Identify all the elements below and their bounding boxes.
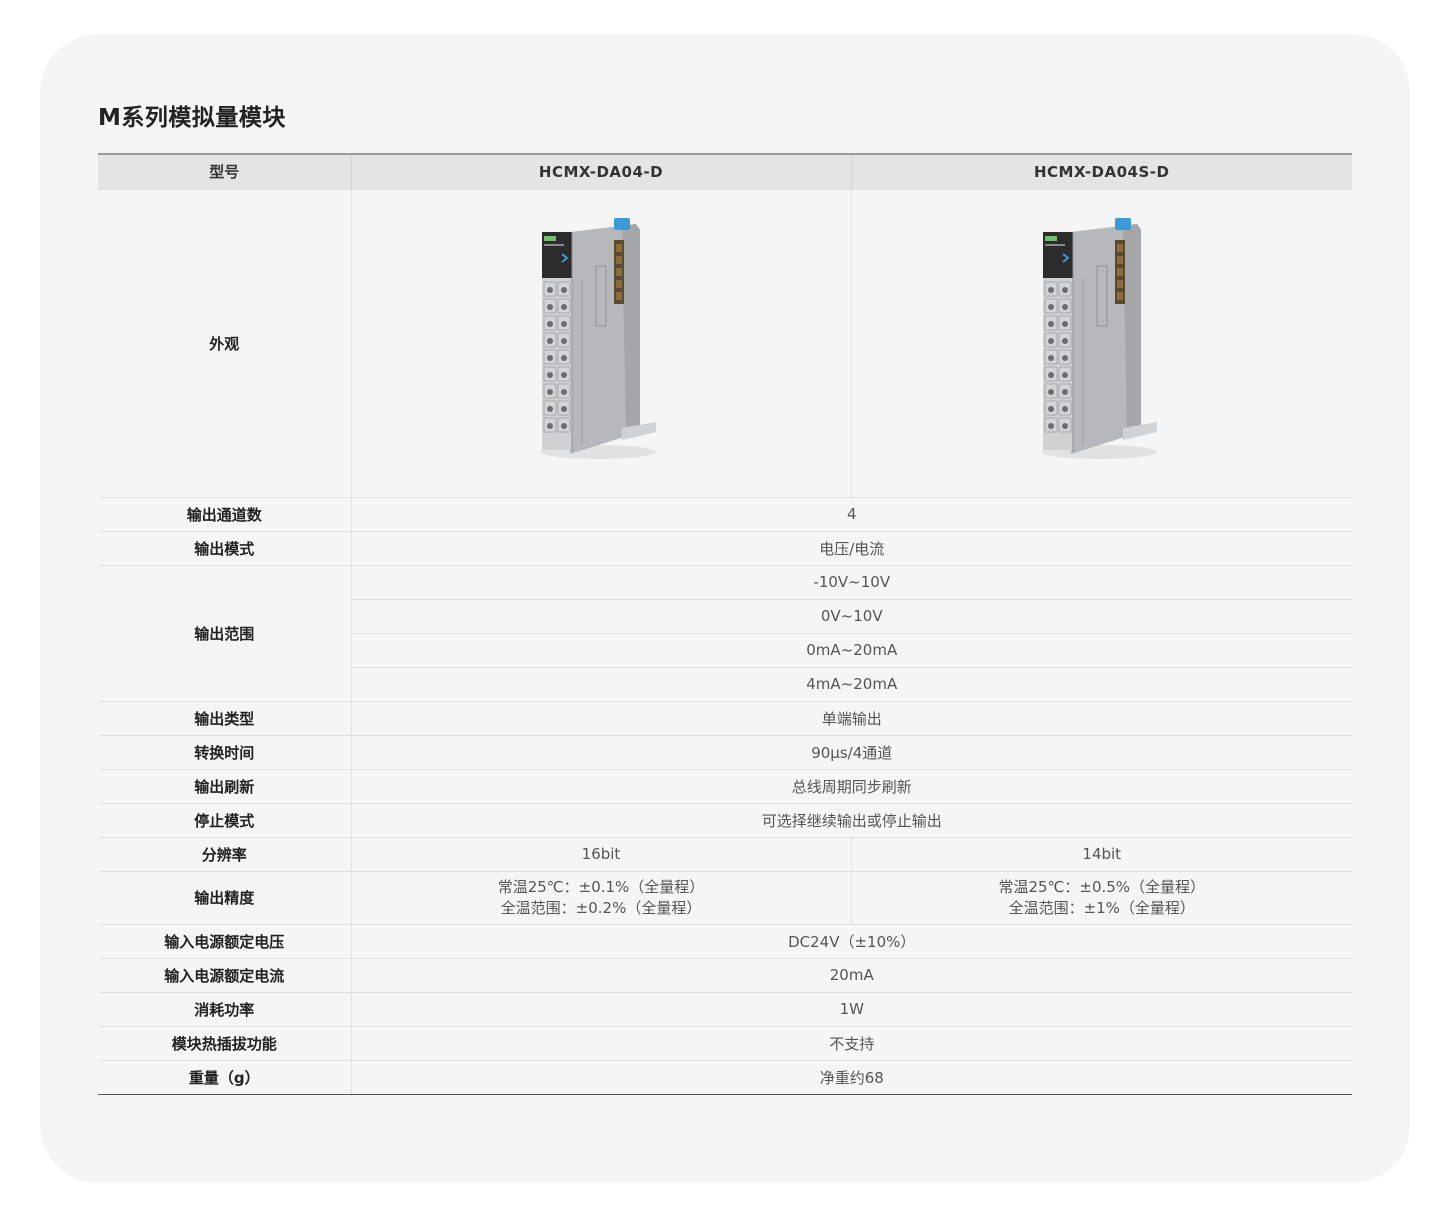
row-label-resolution: 分辨率: [98, 837, 351, 872]
value-resolution-1: 16bit: [350, 837, 851, 872]
value-current: 20mA: [350, 958, 1352, 993]
value-accuracy-1: 常温25℃：±0.1%（全量程） 全温范围：±0.2%（全量程）: [350, 871, 851, 925]
row-label-weight: 重量（g）: [98, 1060, 351, 1095]
value-stop: 可选择继续输出或停止输出: [350, 803, 1352, 838]
row-label-appearance: 外观: [98, 189, 351, 498]
accuracy-line: 全温范围：±1%（全量程）: [1008, 898, 1195, 917]
value-range-4: 4mA~20mA: [350, 667, 1352, 702]
value-channels: 4: [350, 497, 1352, 532]
table-row: 消耗功率 1W: [98, 992, 1352, 1027]
table-row: 输入电源额定电流 20mA: [98, 958, 1352, 993]
table-row: 输出通道数 4: [98, 497, 1352, 532]
table-row: 输出刷新 总线周期同步刷新: [98, 769, 1352, 804]
table-row: 输出范围 -10V~10V: [98, 565, 1352, 702]
value-refresh: 总线周期同步刷新: [350, 769, 1352, 804]
row-label-hotswap: 模块热插拔功能: [98, 1026, 351, 1061]
table-row: 输出类型 单端输出: [98, 701, 1352, 736]
row-label-type: 输出类型: [98, 701, 351, 736]
row-label-mode: 输出模式: [98, 531, 351, 566]
table-row: 0mA~20mA: [98, 633, 1352, 668]
table-row: 外观: [98, 189, 1352, 498]
io-module-image: [540, 218, 656, 459]
product-image-cell-2: [850, 189, 1352, 498]
value-range-3: 0mA~20mA: [350, 633, 1352, 668]
page-title: M系列模拟量模块: [98, 105, 286, 131]
header-model-label: 型号: [98, 153, 351, 190]
row-label-refresh: 输出刷新: [98, 769, 351, 804]
header-model-1: HCMX-DA04-D: [350, 153, 851, 190]
spec-table: 型号 HCMX-DA04-D HCMX-DA04S-D 外观 输出通道数 4 输…: [98, 153, 1352, 1095]
row-label-stop: 停止模式: [98, 803, 351, 838]
io-module-image: [1040, 218, 1157, 459]
table-row: 分辨率 16bit 14bit: [98, 837, 1352, 872]
value-type: 单端输出: [350, 701, 1352, 736]
table-row: 模块热插拔功能 不支持: [98, 1026, 1352, 1061]
table-header-row: 型号 HCMX-DA04-D HCMX-DA04S-D: [98, 153, 1352, 190]
table-row: 输入电源额定电压 DC24V（±10%）: [98, 924, 1352, 959]
row-label-current: 输入电源额定电流: [98, 958, 351, 993]
value-conversion: 90μs/4通道: [350, 735, 1352, 770]
value-mode: 电压/电流: [350, 531, 1352, 566]
row-label-range: 输出范围: [98, 565, 351, 702]
accuracy-line: 常温25℃：±0.1%（全量程）: [497, 877, 705, 896]
value-range-1: -10V~10V: [350, 565, 1352, 600]
row-label-power: 消耗功率: [98, 992, 351, 1027]
table-row: 4mA~20mA: [98, 667, 1352, 702]
value-voltage: DC24V（±10%）: [350, 924, 1352, 959]
table-row: 0V~10V: [98, 599, 1352, 634]
table-row: 输出精度 常温25℃：±0.1%（全量程） 全温范围：±0.2%（全量程） 常温…: [98, 871, 1352, 925]
accuracy-line: 常温25℃：±0.5%（全量程）: [998, 877, 1206, 896]
value-accuracy-2: 常温25℃：±0.5%（全量程） 全温范围：±1%（全量程）: [850, 871, 1352, 925]
value-range-2: 0V~10V: [350, 599, 1352, 634]
table-row: 重量（g） 净重约68: [98, 1060, 1352, 1095]
accuracy-line: 全温范围：±0.2%（全量程）: [500, 898, 702, 917]
table-row: 输出模式 电压/电流: [98, 531, 1352, 566]
table-row: 停止模式 可选择继续输出或停止输出: [98, 803, 1352, 838]
value-weight: 净重约68: [350, 1060, 1352, 1095]
value-hotswap: 不支持: [350, 1026, 1352, 1061]
row-label-conversion: 转换时间: [98, 735, 351, 770]
product-image-cell-1: [350, 189, 851, 498]
row-label-voltage: 输入电源额定电压: [98, 924, 351, 959]
header-model-2: HCMX-DA04S-D: [850, 153, 1352, 190]
value-resolution-2: 14bit: [850, 837, 1352, 872]
row-label-channels: 输出通道数: [98, 497, 351, 532]
row-label-accuracy: 输出精度: [98, 871, 351, 925]
table-row: 转换时间 90μs/4通道: [98, 735, 1352, 770]
value-power: 1W: [350, 992, 1352, 1027]
